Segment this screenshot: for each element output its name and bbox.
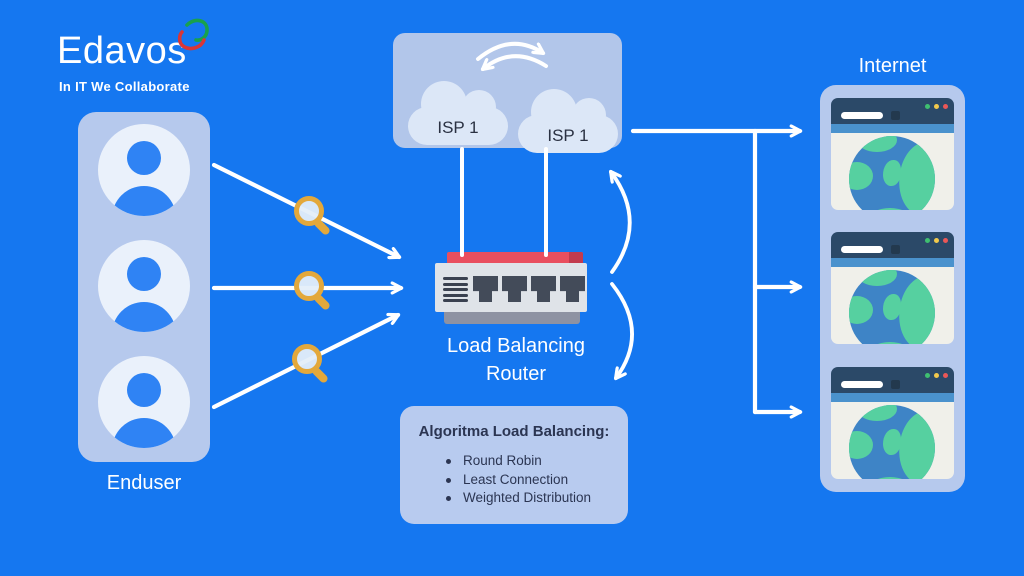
address-button	[891, 111, 900, 120]
swap-arrows-icon	[483, 54, 548, 69]
browser-toolbar	[831, 393, 954, 402]
window-dot-red	[943, 373, 948, 378]
brand-logo-text: Edavos	[57, 30, 187, 72]
algorithm-item: Least Connection	[446, 471, 591, 490]
cloud-icon: ISP 1	[518, 89, 618, 153]
enduser-panel	[78, 112, 210, 462]
window-dot-yellow	[934, 104, 939, 109]
magnifier-icon	[292, 344, 330, 385]
window-dot-green	[925, 373, 930, 378]
browser-header	[831, 232, 954, 258]
browser-toolbar	[831, 258, 954, 267]
router-label-line2: Router	[485, 363, 547, 385]
browser-header	[831, 367, 954, 393]
internet-label: Internet	[858, 55, 927, 77]
magnifier-icon	[294, 196, 332, 237]
algorithm-box: Algoritma Load Balancing: Round Robin Le…	[400, 406, 628, 524]
router-top-bar-cap	[569, 252, 583, 264]
brand-tagline: In IT We Collaborate	[59, 79, 190, 94]
globe-icon	[849, 405, 935, 479]
avatar-head	[127, 373, 161, 407]
window-dot-red	[943, 238, 948, 243]
address-bar	[841, 381, 883, 388]
algorithm-item-label: Round Robin	[463, 453, 542, 468]
router-base-bar	[444, 312, 580, 324]
user-avatar-icon	[98, 124, 190, 216]
avatar-head	[127, 141, 161, 175]
curved-arrow-down-icon	[610, 282, 634, 378]
curved-arrow-up-icon	[611, 172, 632, 274]
cloud-icon: ISP 1	[408, 81, 508, 145]
window-dot-green	[925, 104, 930, 109]
algorithm-title: Algoritma Load Balancing:	[418, 423, 610, 440]
brand-swirl-icon	[177, 18, 209, 51]
window-dot-yellow	[934, 373, 939, 378]
browser-header	[831, 98, 954, 124]
isp-box: ISP 1 ISP 1	[393, 33, 622, 153]
algorithm-item: Round Robin	[446, 452, 591, 471]
browser-toolbar	[831, 124, 954, 133]
avatar-head	[127, 257, 161, 291]
browser-globe-icon	[831, 367, 954, 479]
isp-cloud-label: ISP 1	[437, 118, 479, 137]
router-icon	[435, 263, 587, 312]
router-label: Load Balancing Router	[406, 332, 626, 388]
enduser-label: Enduser	[106, 472, 182, 494]
browser-body	[831, 133, 954, 210]
router-label-line1: Load Balancing	[447, 335, 585, 357]
magnifier-icon	[294, 271, 332, 312]
browser-globe-icon	[831, 232, 954, 344]
globe-icon	[849, 270, 935, 344]
globe-icon	[849, 136, 935, 210]
browser-globe-icon	[831, 98, 954, 210]
window-dot-green	[925, 238, 930, 243]
algorithm-item: Weighted Distribution	[446, 489, 591, 508]
browser-body	[831, 402, 954, 479]
algorithm-list: Round Robin Least Connection Weighted Di…	[446, 452, 591, 508]
swap-arrows-icon	[476, 41, 543, 61]
user-avatar-icon	[98, 240, 190, 332]
algorithm-item-label: Least Connection	[463, 471, 569, 487]
internet-panel	[820, 85, 965, 492]
isp-cloud-label: ISP 1	[547, 126, 589, 145]
user-avatar-icon	[98, 356, 190, 448]
address-button	[891, 380, 900, 389]
address-bar	[841, 112, 883, 119]
window-dot-yellow	[934, 238, 939, 243]
browser-body	[831, 267, 954, 344]
address-button	[891, 245, 900, 254]
window-dot-red	[943, 104, 948, 109]
algorithm-item-label: Weighted Distribution	[463, 490, 592, 505]
router-top-bar	[447, 252, 583, 264]
address-bar	[841, 246, 883, 253]
